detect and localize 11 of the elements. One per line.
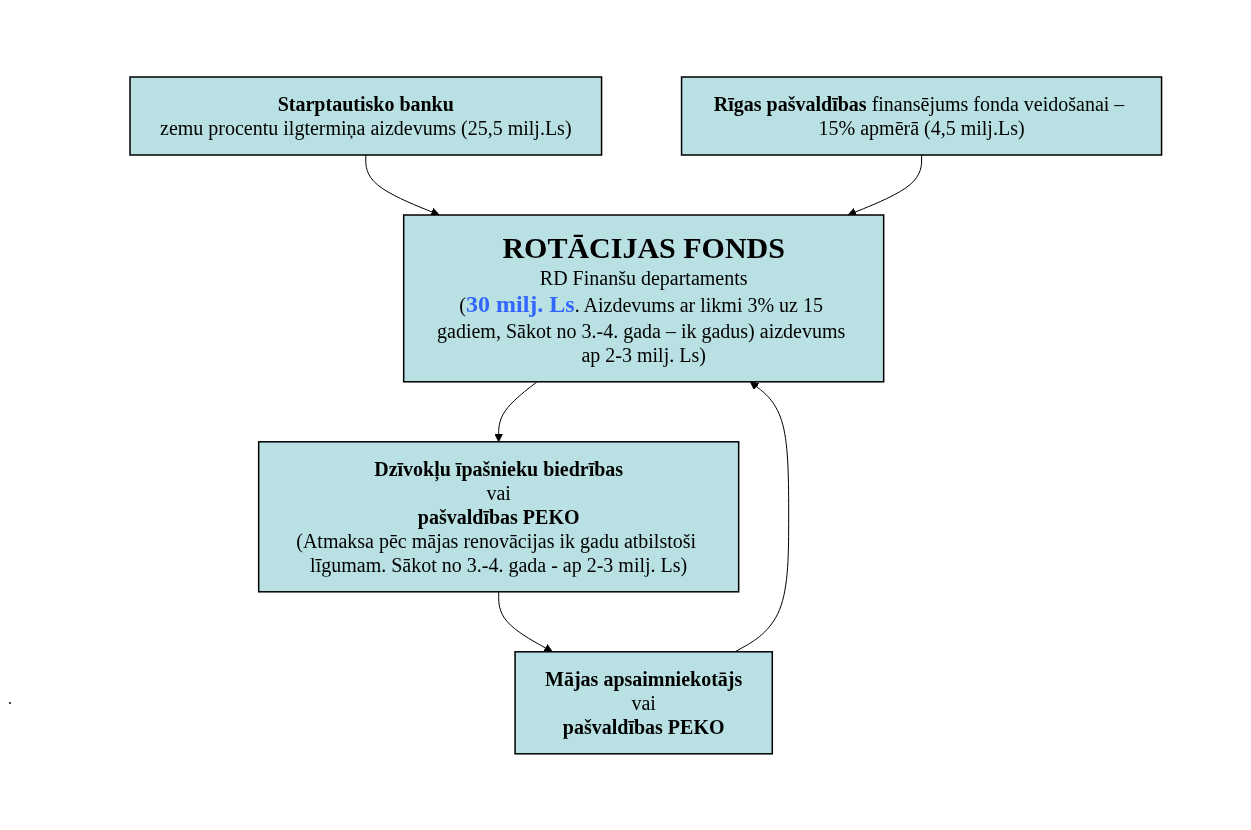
arrow [494,380,538,442]
node-box: Dzīvokļu īpašnieku biedrības vai pašvaldības PEKO (Atmaksa pēc mājas renovācijas ik gadu atbilstoši līgumam. Sākot no 3.-4. gada - ap 2-3 milj. Ls) [257,440,740,593]
node-box: ROTĀCIJAS FONDS RD Finanšu departaments (30 milj. Ls. Aizdevums ar likmi 3% uz 15 gadiem, Sākot no 3.-4. gada – ik gadus) aizdevums ap 2-3 milj. Ls) [402,213,885,383]
node-box: Starptautisko banku zemu procentu ilgtermiņa aizdevums (25,5 milj.Ls) [128,75,603,156]
arrow [497,590,553,652]
arrow [847,154,922,216]
node-box: Mājas apsaimniekotājs vai pašvaldības PEKO [514,650,773,755]
node-box: Rīgas pašvaldības finansējums fonda veidošanai – 15% apmērā (4,5 milj.Ls) [680,75,1163,156]
note-text: . [8,690,12,707]
arrow [734,381,789,652]
arrow [365,154,440,216]
